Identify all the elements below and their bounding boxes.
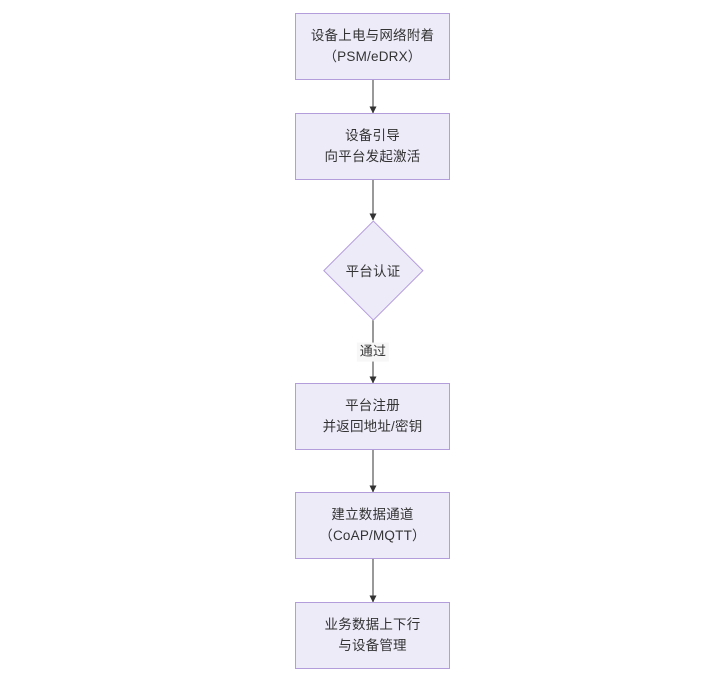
node-label-line-1: 设备上电与网络附着 <box>310 27 435 43</box>
process-node-n6[interactable]: 业务数据上下行与设备管理 <box>295 602 450 669</box>
node-label-line-2: 并返回地址/密钥 <box>322 418 423 434</box>
node-label-line-1: 平台注册 <box>345 397 400 413</box>
node-label-line-2: （PSM/eDRX） <box>323 48 422 64</box>
process-node-n4[interactable]: 平台注册并返回地址/密钥 <box>295 383 450 450</box>
node-label-line-1: 业务数据上下行 <box>324 616 421 632</box>
node-label-line-1: 设备引导 <box>345 127 400 143</box>
process-node-n5[interactable]: 建立数据通道 （CoAP/MQTT） <box>295 492 450 559</box>
node-label-line-2: 向平台发起激活 <box>324 148 421 164</box>
node-label-line-1: 建立数据通道 <box>331 506 414 522</box>
node-label-line-2: 与设备管理 <box>338 637 407 653</box>
edge-label-e3: 通过 <box>356 342 390 362</box>
decision-node-n3[interactable]: 平台认证 <box>323 220 423 320</box>
node-label-line-2: （CoAP/MQTT） <box>319 527 426 543</box>
node-label: 平台认证 <box>345 264 401 279</box>
process-node-n1[interactable]: 设备上电与网络附着 （PSM/eDRX） <box>295 13 450 80</box>
process-node-n2[interactable]: 设备引导向平台发起激活 <box>295 113 450 180</box>
